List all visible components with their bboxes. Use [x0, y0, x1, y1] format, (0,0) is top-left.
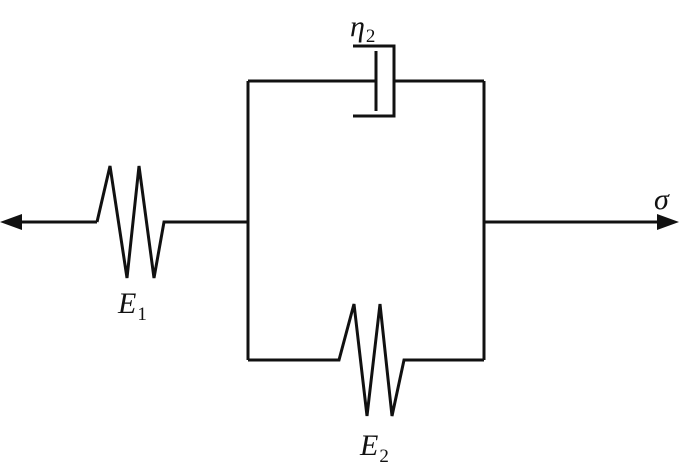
label-sigma: σ [654, 183, 670, 216]
label-e2-subscript: 2 [379, 446, 389, 467]
label-e2: E2 [359, 429, 389, 467]
right-arrow [484, 214, 679, 230]
label-eta2-subscript: 2 [366, 26, 376, 47]
label-e2-symbol: E [359, 429, 378, 462]
label-eta2: η2 [350, 10, 375, 47]
spring-e1 [95, 165, 248, 279]
parallel-frame [246, 81, 486, 360]
label-e1-symbol: E [117, 287, 136, 320]
label-e1-subscript: 1 [137, 304, 147, 325]
dashpot-eta2 [248, 44, 484, 118]
label-e1: E1 [117, 287, 147, 325]
label-eta2-symbol: η [350, 10, 365, 43]
spring-e2 [248, 303, 484, 417]
left-arrow [0, 214, 97, 230]
label-sigma-symbol: σ [654, 183, 670, 216]
